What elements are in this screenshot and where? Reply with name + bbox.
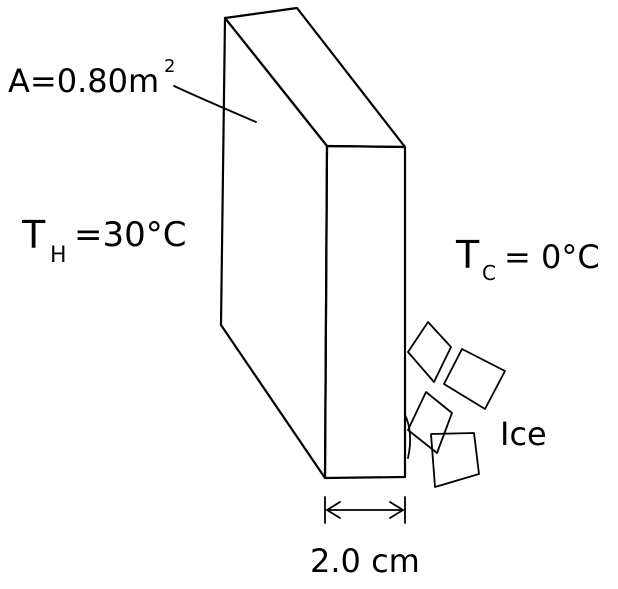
area-leader-line xyxy=(173,85,257,123)
ice-cube xyxy=(430,432,480,488)
ice-cube xyxy=(443,348,506,410)
slab-face-side xyxy=(223,6,407,149)
slab xyxy=(219,6,407,480)
cold-temperature-symbol: T xyxy=(455,233,480,277)
ice-label: Ice xyxy=(500,415,547,453)
cold-temperature-subscript: C xyxy=(482,261,496,285)
area-label: A=0.80m xyxy=(8,62,159,100)
slab-face-left xyxy=(219,16,329,480)
cold-temperature-label: T C = 0°C xyxy=(455,233,600,285)
dimension-arrow-right xyxy=(389,501,404,519)
hot-temperature-subscript: H xyxy=(50,243,67,268)
ice-cube xyxy=(407,321,452,383)
area-label-exponent: 2 xyxy=(164,56,175,77)
slab-face-front xyxy=(323,144,407,480)
hot-temperature-label: T H =30°C xyxy=(21,213,187,268)
hot-temperature-symbol: T xyxy=(21,213,46,257)
dimension-arrow-left xyxy=(326,501,341,519)
thickness-label: 2.0 cm xyxy=(310,542,420,580)
cold-temperature-value: = 0°C xyxy=(504,238,600,276)
ice-cube xyxy=(407,391,453,454)
thickness-dimension xyxy=(324,496,406,524)
hot-temperature-value: =30°C xyxy=(74,215,187,255)
ice-cube-edge xyxy=(404,414,412,459)
ice-cubes xyxy=(404,321,506,488)
